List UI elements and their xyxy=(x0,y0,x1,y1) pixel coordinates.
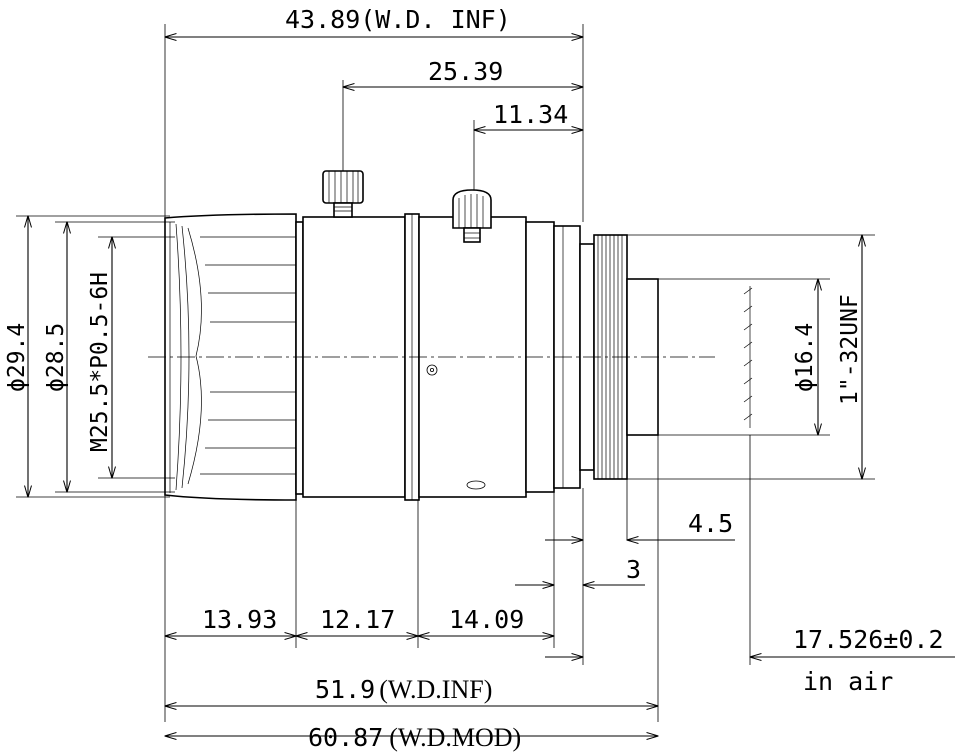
dim-length-inf: 51.9(W.D.INF) xyxy=(315,675,492,704)
dim-seg-1: 13.93 xyxy=(202,605,277,634)
dim-overall-top: 43.89(W.D. INF) xyxy=(285,5,511,34)
ring-step xyxy=(295,221,304,495)
dim-small-top: 11.34 xyxy=(493,100,568,129)
dim-seg-3: 14.09 xyxy=(449,605,524,634)
dim-back-focus: 17.526±0.2 xyxy=(793,625,944,654)
dim-length-mod: 60.87(W.D.MOD) xyxy=(308,723,521,752)
dim-dia-rear: ϕ16.4 xyxy=(792,323,818,392)
dim-flange-4-5: 4.5 xyxy=(688,509,733,538)
drain-hole xyxy=(466,480,486,490)
dim-in-air: in air xyxy=(803,667,893,696)
index-dot xyxy=(426,364,438,376)
dim-flange-3: 3 xyxy=(626,555,641,584)
dim-length-mod-value: 60.87 xyxy=(308,723,383,752)
lens-body xyxy=(148,213,753,501)
locking-screw-front xyxy=(322,170,364,218)
front-ring-knurl xyxy=(200,236,296,475)
dim-length-inf-note: (W.D.INF) xyxy=(379,675,492,704)
dimension-lines xyxy=(28,37,955,736)
dim-length-mod-note: (W.D.MOD) xyxy=(389,723,521,752)
dim-seg-2: 12.17 xyxy=(320,605,395,634)
dim-dia-second: ϕ28.5 xyxy=(43,323,69,392)
dim-dia-outer: ϕ29.4 xyxy=(4,323,30,392)
dim-length-inf-value: 51.9 xyxy=(315,675,375,704)
locking-screw-rear xyxy=(452,189,492,243)
image-plane-hatch xyxy=(743,287,753,421)
dim-mid-top: 25.39 xyxy=(428,57,503,86)
extension-lines xyxy=(16,24,875,722)
dim-mount-thread: 1"-32UNF xyxy=(837,294,863,405)
dim-filter-thread: M25.5*P0.5-6H xyxy=(87,272,113,452)
